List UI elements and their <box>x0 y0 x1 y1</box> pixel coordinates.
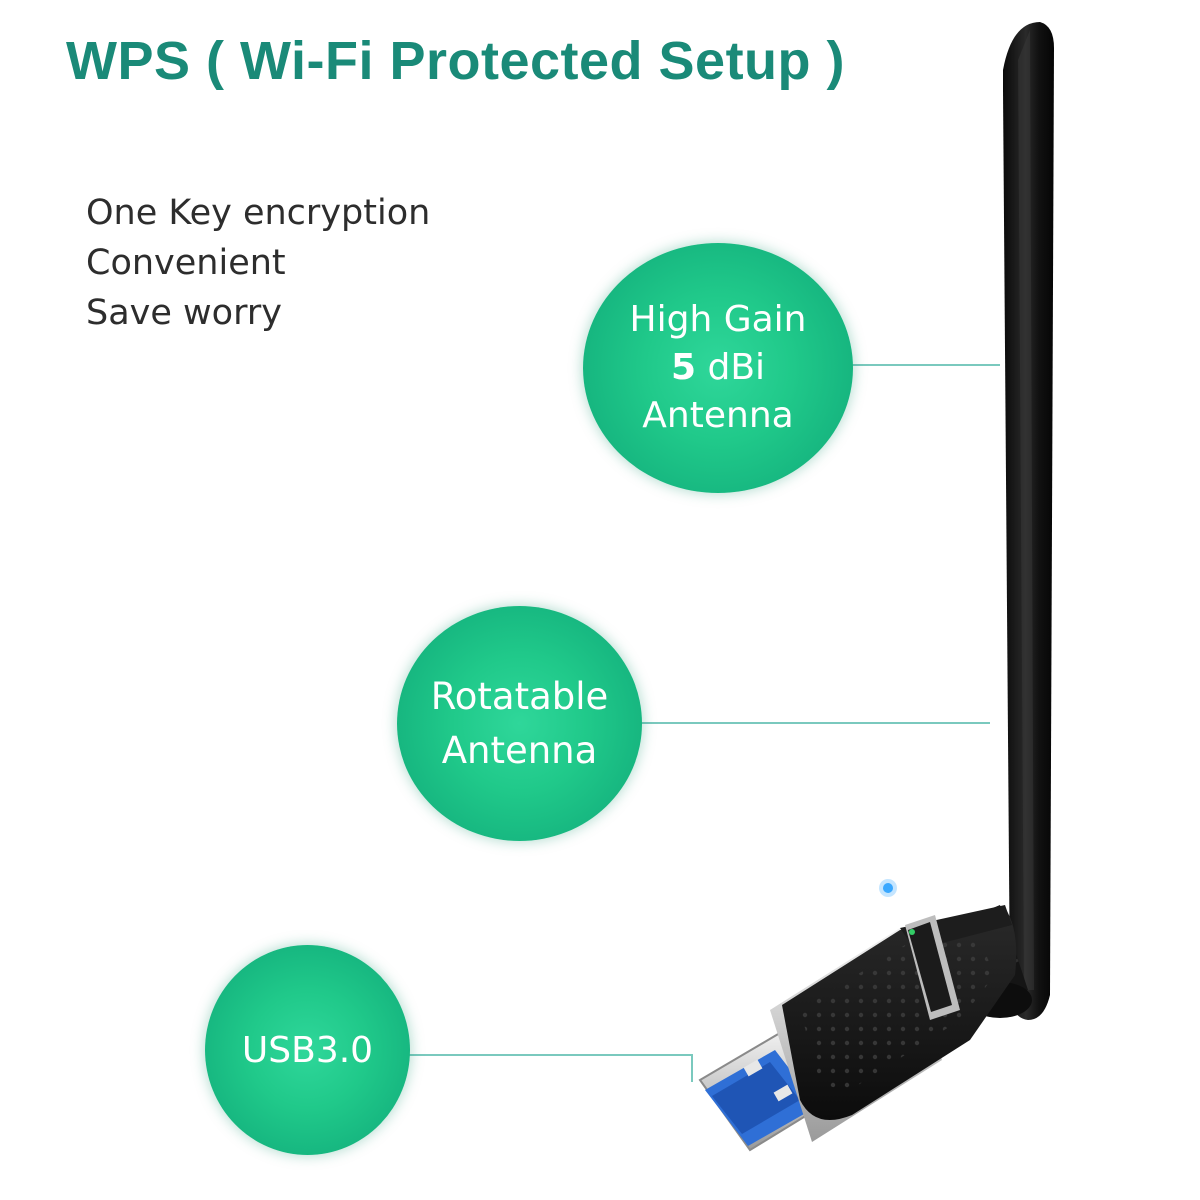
gain-unit: dBi <box>707 347 766 388</box>
badge-line: Rotatable <box>430 674 609 718</box>
badge-gain-value: 5 dBi <box>671 344 765 392</box>
callout-lines <box>408 364 1000 1082</box>
usb3-badge: USB3.0 <box>205 945 410 1155</box>
rotatable-antenna-badge: Rotatable Antenna <box>397 606 642 841</box>
high-gain-antenna-badge: High Gain 5 dBi Antenna <box>583 243 853 493</box>
badge-line: High Gain <box>629 299 807 340</box>
badge-line: Antenna <box>642 395 794 436</box>
feature-item: One Key encryption <box>86 193 431 233</box>
callout-line-usb <box>408 1054 693 1082</box>
feature-item: Convenient <box>86 243 286 283</box>
antenna-icon <box>945 22 1054 1020</box>
wps-feature-list: One Key encryption Convenient Save worry <box>86 188 430 338</box>
badge-line: Antenna <box>441 728 598 772</box>
gain-number: 5 <box>670 347 697 388</box>
feature-item: Save worry <box>86 293 282 333</box>
page-title: WPS ( Wi-Fi Protected Setup ) <box>66 31 846 91</box>
badge-line: USB3.0 <box>241 1029 374 1071</box>
status-led-icon <box>883 883 893 893</box>
wifi-usb-adapter-icon <box>698 879 1017 1152</box>
